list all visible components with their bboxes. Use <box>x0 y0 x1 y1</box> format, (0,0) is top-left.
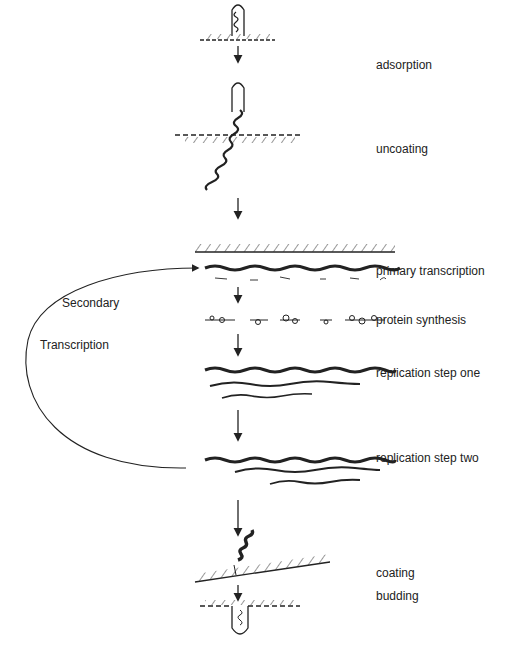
rna-strand <box>235 467 380 472</box>
loop-arrow <box>26 268 198 468</box>
rna-strand <box>205 458 395 462</box>
virus-genome <box>234 12 238 32</box>
rna-strand <box>205 266 400 270</box>
stage-label: replication step one <box>376 366 480 380</box>
ribosome-cluster <box>205 315 385 325</box>
budding-virus <box>232 606 248 634</box>
flow-arrow <box>237 410 238 440</box>
flow-arrow <box>237 46 238 62</box>
stage-label: coating <box>376 566 415 580</box>
flow-arrow <box>237 287 238 302</box>
stage-label: budding <box>376 589 419 603</box>
rna-strand <box>210 381 360 386</box>
cell-membrane <box>200 39 275 40</box>
virus-capsule <box>232 5 244 36</box>
stage-label: protein synthesis <box>376 313 466 327</box>
stage-label: adsorption <box>376 58 432 72</box>
loop-label: Secondary <box>62 296 119 310</box>
stage-label: replication step two <box>376 451 479 465</box>
rna-strand <box>270 480 360 484</box>
flow-arrow <box>237 585 238 600</box>
rna-strand <box>205 368 395 372</box>
cell-membrane <box>200 605 232 606</box>
virus-genome <box>238 530 253 560</box>
flow-arrow <box>237 198 238 218</box>
virus-capsule <box>232 83 244 112</box>
transcript-fragment <box>215 277 386 280</box>
cell-membrane <box>175 134 300 135</box>
stage-label: primary transcription <box>376 264 485 278</box>
rna-strand <box>222 394 312 398</box>
stage-label: uncoating <box>376 142 428 156</box>
flow-arrow <box>237 500 238 535</box>
virus-genome <box>206 110 242 190</box>
flow-arrow <box>237 334 238 355</box>
loop-label: Transcription <box>40 338 109 352</box>
